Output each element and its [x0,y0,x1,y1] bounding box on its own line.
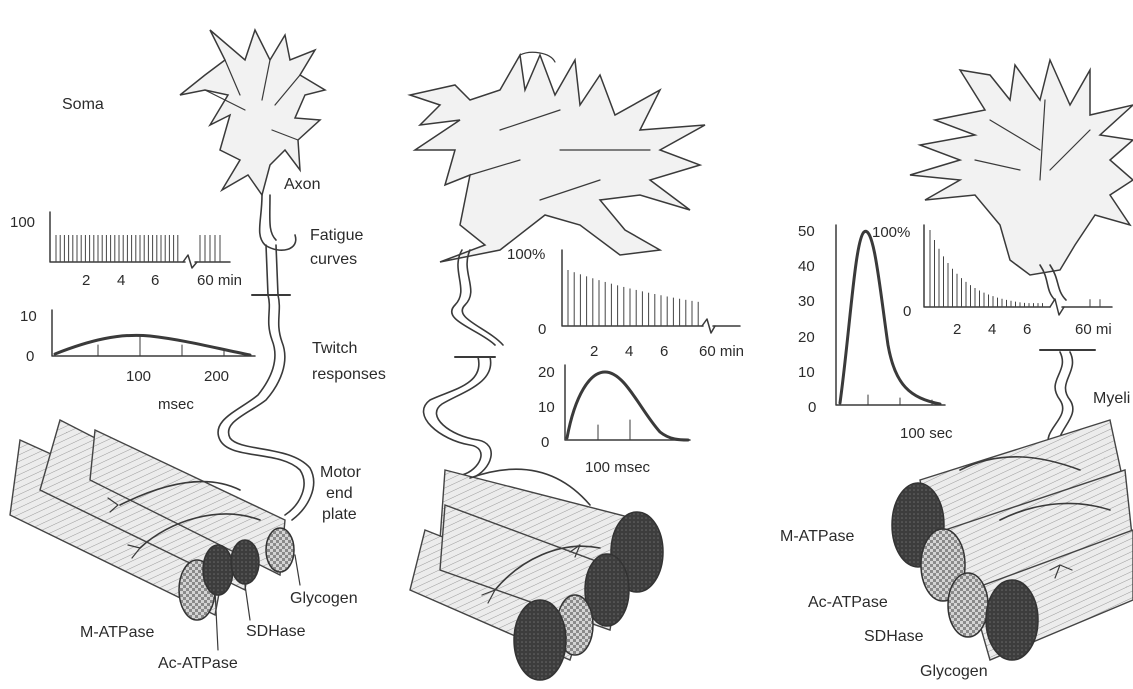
glycogen-label-3: Glycogen [920,663,988,680]
panel-1-muscle-fibers [10,420,294,620]
ac-atpase-fiber-end [203,545,233,595]
fatigue2-y-tick-100: 100% [507,246,545,263]
fatigue3-y-tick-0: 0 [903,303,911,320]
twitch3-y-tick-30: 30 [798,293,815,310]
fatigue-x-tick-60min: 60 min [197,272,242,289]
fatigue3-y-tick-100: 100% [872,224,910,241]
fatigue3-x-tick-2: 2 [953,321,961,338]
panel-1-twitch-chart: 10 0 100 200 msec [20,308,255,413]
sdhase-label-3: SDHase [864,628,924,645]
panel-2-neuron [410,52,705,478]
panel-3-muscle-fibers [892,420,1133,660]
fatigue3-x-tick-4: 4 [988,321,996,338]
twitch3-y-tick-0: 0 [808,399,816,416]
sdhase-fiber-end [231,540,259,584]
fatigue2-x-tick-60min: 60 min [699,343,744,360]
panel-2-muscle-fibers [410,469,663,680]
glycogen-label: Glycogen [290,590,358,607]
twitch2-y-tick-0: 0 [541,434,549,451]
twitch-responses-label-2: responses [312,366,386,383]
panel-2-fatigue-bars [568,270,698,326]
fatigue2-x-tick-6: 6 [660,343,668,360]
twitch-responses-label-1: Twitch [312,340,357,357]
fatigue-y-tick-100: 100 [10,214,35,231]
fatigue2-x-tick-2: 2 [590,343,598,360]
sdhase-fiber-end-3 [948,573,988,637]
twitch-y-tick-10: 10 [20,308,37,325]
soma-label: Soma [62,96,104,113]
fatigue2-y-tick-0: 0 [538,321,546,338]
end-label: end [326,485,353,502]
twitch3-y-tick-50: 50 [798,223,815,240]
fatigue3-x-tick-60min: 60 mi [1075,321,1112,338]
twitch3-y-tick-40: 40 [798,258,815,275]
panel-1-fatigue-bars [56,235,220,262]
twitch-x-unit: msec [158,396,194,413]
fatigue3-x-tick-6: 6 [1023,321,1031,338]
twitch3-x-tick-100sec: 100 sec [900,425,953,442]
twitch-x-tick-200: 200 [204,368,229,385]
twitch3-y-tick-10: 10 [798,364,815,381]
fatigue2-x-tick-4: 4 [625,343,633,360]
m-atpase-label: M-ATPase [80,624,154,641]
twitch-x-tick-100: 100 [126,368,151,385]
fatigue-curves-label-1: Fatigue [310,227,363,244]
m-atpase-label-3: M-ATPase [780,528,854,545]
glycogen-fiber-end [266,528,294,572]
myelin-label: Myeli [1093,390,1130,407]
panel-1-fatigue-chart: 100 2 4 6 60 min [10,212,242,289]
ac-atpase-label: Ac-ATPase [158,655,238,672]
panel-2-fiber-end-4 [514,600,566,680]
fatigue-x-tick-4: 4 [117,272,125,289]
panel-2-fast-resistant-unit: 100% 0 2 4 6 60 min 20 10 0 100 msec [410,52,744,680]
fatigue-x-tick-6: 6 [151,272,159,289]
ac-atpase-label-3: Ac-ATPase [808,594,888,611]
twitch-y-tick-0: 0 [26,348,34,365]
twitch2-y-tick-20: 20 [538,364,555,381]
glycogen-fiber-end-3 [986,580,1038,660]
axon-label: Axon [284,176,320,193]
plate-label: plate [322,506,357,523]
motor-label: Motor [320,464,362,481]
fatigue-curves-label-2: curves [310,251,357,268]
panel-2-fatigue-chart: 100% 0 2 4 6 60 min [507,246,744,360]
panel-2-twitch-chart: 20 10 0 100 msec [538,364,690,476]
twitch2-y-tick-10: 10 [538,399,555,416]
fatigue-x-tick-2: 2 [82,272,90,289]
panel-1-slow-unit: Soma Axon Fatigue curves Twitch response… [10,30,386,672]
twitch3-y-tick-20: 20 [798,329,815,346]
panel-3-fast-fatigable-unit: Myeli 100% 0 2 4 6 60 mi 50 40 30 20 10 … [780,60,1133,680]
twitch2-x-tick-100msec: 100 msec [585,459,651,476]
sdhase-label: SDHase [246,623,306,640]
